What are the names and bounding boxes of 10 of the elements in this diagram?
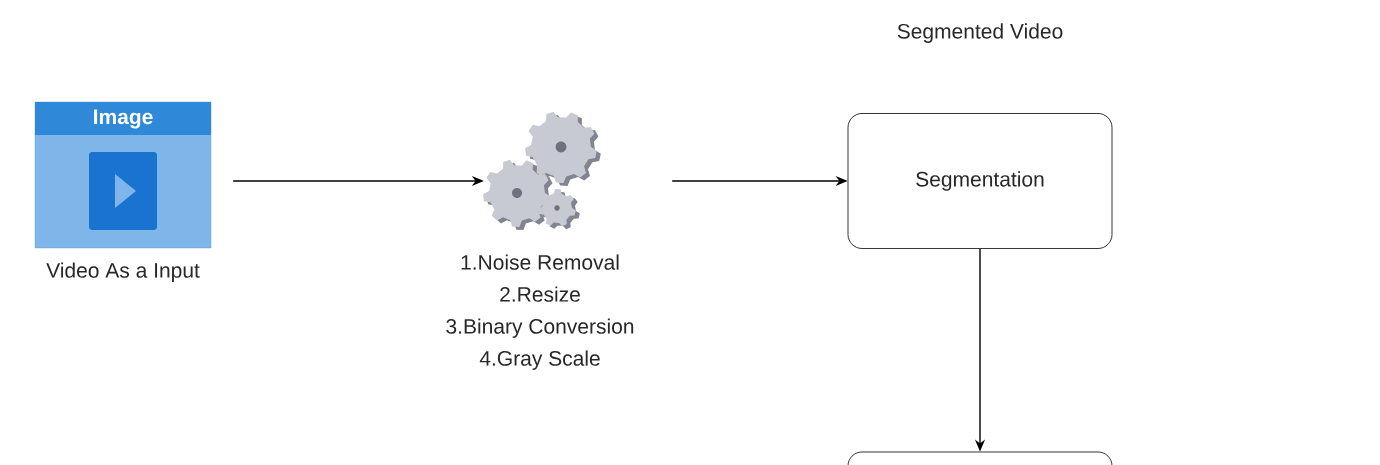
process-box: Segmentation	[847, 113, 1113, 249]
node-label: 4.Gray Scale	[479, 350, 600, 370]
node-label: 2.Resize	[500, 286, 580, 302]
node-label: 3.Binary Conversion	[446, 318, 634, 338]
node-label: 1.Noise Removal	[461, 254, 619, 270]
gears-icon	[483, 111, 601, 230]
node-label: Segmented Video	[897, 23, 1063, 43]
node-label: Video As a Input	[46, 262, 200, 282]
process-box	[847, 451, 1113, 465]
node-label: 1.Noise Removal 2.Resize 3.Binary Conversion 4.Gray Scale	[446, 254, 634, 370]
